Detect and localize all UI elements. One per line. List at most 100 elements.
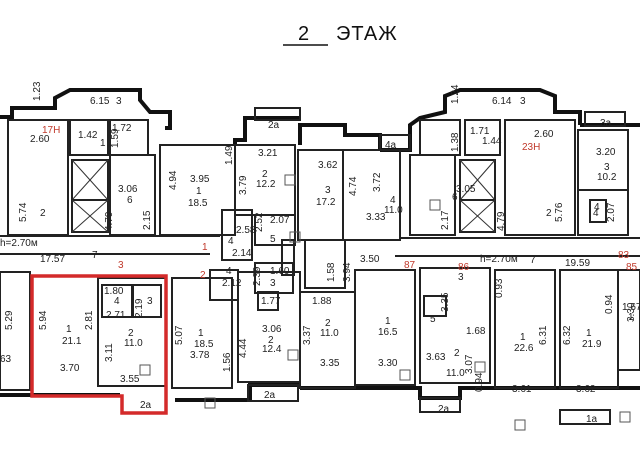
svg-text:2а: 2а bbox=[140, 400, 152, 411]
svg-text:2.19: 2.19 bbox=[134, 298, 145, 318]
svg-text:3.78: 3.78 bbox=[190, 350, 210, 361]
svg-text:2а: 2а bbox=[438, 404, 450, 415]
svg-text:85: 85 bbox=[626, 262, 638, 273]
svg-text:2.07: 2.07 bbox=[606, 202, 617, 222]
svg-text:2: 2 bbox=[262, 169, 268, 180]
svg-text:6: 6 bbox=[127, 195, 133, 206]
svg-text:3.35: 3.35 bbox=[440, 292, 451, 312]
svg-text:2.17: 2.17 bbox=[440, 210, 451, 230]
svg-text:3.79: 3.79 bbox=[238, 175, 249, 195]
svg-text:1.88: 1.88 bbox=[312, 296, 332, 307]
svg-text:3.72: 3.72 bbox=[372, 172, 383, 192]
svg-text:2.60: 2.60 bbox=[30, 134, 50, 145]
svg-text:7: 7 bbox=[530, 255, 536, 266]
svg-text:10.2: 10.2 bbox=[597, 172, 617, 183]
svg-text:0.94: 0.94 bbox=[474, 372, 485, 392]
svg-text:4.74: 4.74 bbox=[348, 176, 359, 196]
svg-text:4: 4 bbox=[114, 296, 120, 307]
svg-text:2а: 2а bbox=[264, 390, 276, 401]
svg-text:12.4: 12.4 bbox=[262, 344, 282, 355]
svg-text:3.50: 3.50 bbox=[360, 254, 380, 265]
svg-text:2.15: 2.15 bbox=[142, 210, 153, 230]
svg-text:6.15: 6.15 bbox=[90, 96, 110, 107]
svg-text:0.93: 0.93 bbox=[494, 278, 505, 298]
svg-text:87: 87 bbox=[404, 260, 416, 271]
svg-text:3: 3 bbox=[270, 278, 276, 289]
svg-text:6.14: 6.14 bbox=[492, 96, 512, 107]
svg-text:1: 1 bbox=[628, 312, 634, 323]
svg-text:6.31: 6.31 bbox=[538, 325, 549, 345]
svg-text:h=2.70м: h=2.70м bbox=[0, 238, 38, 249]
svg-text:3: 3 bbox=[604, 162, 610, 173]
svg-text:3.11: 3.11 bbox=[104, 343, 115, 362]
labels: 6.15 3 1.23 17Н 1.42 1.72 2.60 1 3.06 6 … bbox=[0, 81, 640, 425]
svg-text:2: 2 bbox=[128, 328, 134, 339]
svg-text:11.0: 11.0 bbox=[124, 338, 143, 349]
svg-text:1.58: 1.58 bbox=[326, 262, 337, 282]
svg-text:4.79: 4.79 bbox=[104, 211, 115, 231]
svg-text:4.44: 4.44 bbox=[238, 338, 249, 358]
svg-text:3.61: 3.61 bbox=[512, 384, 532, 395]
svg-text:1.60: 1.60 bbox=[270, 266, 290, 277]
svg-text:1: 1 bbox=[66, 324, 72, 335]
svg-text:3.37: 3.37 bbox=[302, 325, 313, 345]
svg-text:4: 4 bbox=[390, 195, 396, 206]
svg-text:18.5: 18.5 bbox=[188, 198, 208, 209]
svg-text:3: 3 bbox=[116, 96, 122, 107]
svg-text:3.06: 3.06 bbox=[118, 184, 138, 195]
svg-text:2.58: 2.58 bbox=[236, 225, 256, 236]
svg-text:2.07: 2.07 bbox=[270, 215, 290, 226]
svg-text:5.94: 5.94 bbox=[38, 310, 49, 330]
svg-text:3.63: 3.63 bbox=[426, 352, 446, 363]
svg-text:2.81: 2.81 bbox=[84, 310, 95, 330]
svg-text:1.56: 1.56 bbox=[222, 352, 233, 372]
svg-text:4.94: 4.94 bbox=[168, 170, 179, 190]
svg-text:2.39: 2.39 bbox=[252, 266, 263, 286]
svg-text:16.5: 16.5 bbox=[378, 327, 398, 338]
svg-text:1.72: 1.72 bbox=[112, 123, 132, 134]
svg-text:2: 2 bbox=[268, 335, 274, 346]
svg-text:1.71: 1.71 bbox=[470, 126, 490, 137]
inner-walls-right bbox=[409, 119, 629, 236]
svg-text:3.95: 3.95 bbox=[190, 174, 210, 185]
svg-text:4: 4 bbox=[226, 266, 232, 277]
svg-text:3.70: 3.70 bbox=[60, 363, 80, 374]
svg-text:1: 1 bbox=[198, 328, 204, 339]
svg-text:17.57: 17.57 bbox=[40, 254, 65, 265]
svg-text:5.76: 5.76 bbox=[554, 202, 565, 222]
svg-text:5.29: 5.29 bbox=[4, 310, 15, 330]
highlighted-apartment[interactable] bbox=[30, 274, 168, 415]
svg-text:3.21: 3.21 bbox=[258, 148, 278, 159]
floor-number: 2 bbox=[298, 23, 310, 45]
svg-text:1а: 1а bbox=[586, 414, 598, 425]
svg-text:3: 3 bbox=[147, 296, 153, 307]
svg-text:1.77: 1.77 bbox=[261, 296, 281, 307]
svg-text:3.30: 3.30 bbox=[378, 358, 398, 369]
svg-text:4: 4 bbox=[594, 202, 600, 213]
svg-text:3.33: 3.33 bbox=[366, 212, 386, 223]
svg-text:1: 1 bbox=[385, 316, 391, 327]
svg-text:2.14: 2.14 bbox=[232, 248, 252, 259]
svg-text:3: 3 bbox=[520, 96, 526, 107]
svg-text:1.68: 1.68 bbox=[466, 326, 486, 337]
svg-text:63: 63 bbox=[0, 354, 12, 365]
svg-text:2.71: 2.71 bbox=[106, 310, 126, 321]
svg-text:5.74: 5.74 bbox=[18, 202, 29, 222]
svg-text:21.9: 21.9 bbox=[582, 339, 602, 350]
svg-text:3.07: 3.07 bbox=[464, 354, 475, 374]
svg-text:4: 4 bbox=[593, 208, 599, 219]
svg-text:3.05: 3.05 bbox=[456, 184, 476, 195]
svg-text:2: 2 bbox=[454, 348, 460, 359]
svg-text:4: 4 bbox=[228, 236, 234, 247]
svg-text:1.80: 1.80 bbox=[104, 286, 124, 297]
window-marks bbox=[139, 174, 631, 431]
svg-text:4.79: 4.79 bbox=[496, 211, 507, 231]
svg-text:3.55: 3.55 bbox=[120, 374, 140, 385]
svg-text:3: 3 bbox=[458, 272, 464, 283]
svg-text:2: 2 bbox=[325, 318, 331, 329]
svg-text:3.06: 3.06 bbox=[262, 324, 282, 335]
svg-text:0.94: 0.94 bbox=[604, 294, 615, 314]
svg-text:11.0: 11.0 bbox=[384, 205, 403, 216]
